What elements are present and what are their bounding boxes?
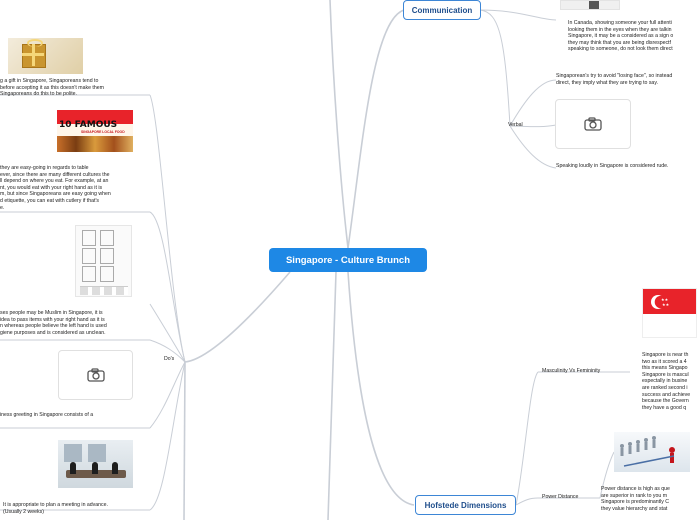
note-line: n whereas people believe the left hand i…	[0, 323, 107, 330]
note-power-distance: Power distance is high as que are superi…	[601, 486, 670, 512]
image-placeholder	[555, 99, 631, 149]
note-line: they value hierarchy and stat	[601, 505, 668, 512]
note-line: ll depend on where you eat. For example,…	[0, 178, 109, 185]
note-meeting: It is appropriate to plan a meeting in a…	[3, 502, 108, 515]
image-placeholder	[58, 350, 133, 400]
food-poster-subtitle: SINGAPORE LOCAL FOOD	[81, 130, 125, 134]
note-eye-contact: In Canada, showing someone your full att…	[568, 20, 673, 53]
note-line: this means Singapo	[642, 365, 688, 372]
note-line: Singapore is near th	[642, 352, 689, 358]
note-line: success and achieve	[642, 391, 691, 398]
note-greeting: iness greeting in Singapore consists of …	[0, 412, 93, 419]
note-line: before accepting it as this doesn't make…	[0, 84, 104, 91]
business-meeting-image	[58, 440, 133, 488]
note-line: Singaporeans do this to be polite.	[0, 91, 78, 98]
note-losing-face: Singaporean's try to avoid "losing face"…	[556, 73, 672, 86]
note-line: ses people may be Muslim in Singapore, i…	[0, 310, 103, 316]
subtopic-masculinity-vs-femininity[interactable]: Masculinity Vs Femininity	[542, 368, 601, 374]
crescent-icon: ★★ ★★	[651, 295, 670, 309]
note-gift: g a gift in Singapore, Singaporeans tend…	[0, 78, 104, 98]
subtopic-power-distance[interactable]: Power Distance	[542, 494, 579, 500]
branch-hofstede-label: Hofstede Dimensions	[424, 500, 507, 510]
hierarchy-figures-image	[614, 432, 690, 472]
central-topic-label: Singapore - Culture Brunch	[285, 254, 411, 266]
note-line: g a gift in Singapore, Singaporeans tend…	[0, 78, 99, 84]
note-masculinity: Singapore is near th two as it scored a …	[642, 352, 690, 411]
camera-icon	[584, 117, 602, 131]
note-table-etiquette: they are easy-going in regards to table …	[0, 165, 111, 211]
branch-communication[interactable]: Communication	[403, 0, 481, 20]
note-line: (Usually 2 weeks)	[3, 508, 44, 515]
note-line: Singapore is mascul	[642, 371, 689, 378]
note-line: Singapore, it may be a considered as a s…	[568, 33, 674, 40]
note-line: m, but since Singaporeans are easy going…	[0, 191, 111, 198]
branch-communication-label: Communication	[411, 5, 473, 15]
svg-text:★★: ★★	[661, 297, 669, 302]
note-line: they have a good q	[642, 404, 687, 411]
note-line: because the Govern	[642, 398, 689, 405]
hand-gesture-chart-image	[75, 225, 132, 297]
svg-text:★★: ★★	[662, 302, 670, 307]
camera-icon	[86, 368, 105, 382]
note-line: espectally in busine	[642, 378, 688, 385]
people-icon	[620, 436, 675, 467]
note-speaking-loudly: Speaking loudly in Singapore is consider…	[556, 163, 668, 170]
note-line: Speaking loudly in Singapore is consider…	[556, 163, 669, 169]
note-line: they are easy-going in regards to table	[0, 165, 89, 171]
note-line: Singaporean's try to avoid "losing face"…	[556, 73, 673, 79]
note-line: Singapore is predominantly C	[601, 499, 670, 506]
note-right-hand: ses people may be Muslim in Singapore, i…	[0, 310, 107, 336]
note-line: are superior in rank to you m	[601, 492, 668, 499]
note-line: In Canada, showing someone your full att…	[568, 20, 672, 26]
communication-image	[560, 0, 620, 10]
central-topic[interactable]: Singapore - Culture Brunch	[269, 248, 427, 272]
singapore-flag-image: ★★ ★★	[642, 288, 697, 338]
note-line: iness greeting in Singapore consists of …	[0, 412, 94, 418]
food-poster-title: 10 FAMOUS	[59, 120, 118, 130]
note-line: idea to pass items with your right hand …	[0, 316, 105, 323]
note-line: are ranked second i	[642, 384, 688, 391]
note-line: giene purposes and is considered as uncl…	[0, 329, 106, 336]
food-poster-image: 10 FAMOUS SINGAPORE LOCAL FOOD	[57, 110, 133, 152]
note-line: two as it scored a 4	[642, 358, 687, 365]
note-line: nt, you would eat with your right hand a…	[0, 184, 103, 191]
note-line: speaking to someone, do not look them di…	[568, 46, 673, 53]
note-line: direct, they imply what they are trying …	[556, 79, 658, 86]
note-line: d etiquette, you can eat with cutlery if…	[0, 197, 100, 204]
gift-box-image	[8, 38, 83, 74]
subtopic-verbal[interactable]: Verbal	[508, 122, 523, 128]
note-line: ever, since there are many different cul…	[0, 171, 110, 178]
note-line: It is appropriate to plan a meeting in a…	[3, 502, 108, 508]
note-line: looking them in the eyes when they are t…	[568, 26, 672, 33]
branch-hofstede-dimensions[interactable]: Hofstede Dimensions	[415, 495, 516, 515]
subtopic-dos[interactable]: Do's	[164, 356, 175, 362]
note-line: Power distance is high as que	[601, 486, 670, 492]
note-line: they may think that you are being disres…	[568, 39, 671, 46]
note-line: e.	[0, 204, 5, 211]
